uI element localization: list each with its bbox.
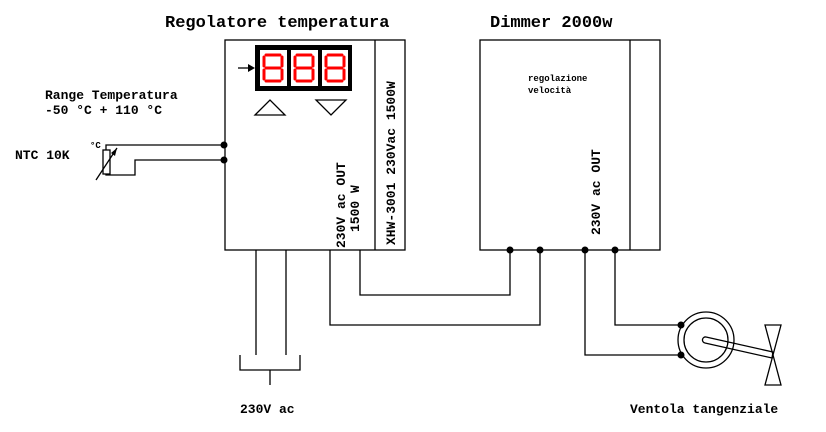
dimmer-desc-line2: velocità (528, 86, 572, 96)
dimmer-desc-line1: regolazione (528, 74, 587, 84)
terminal-dot (506, 246, 514, 254)
terminal-dot (677, 351, 685, 359)
wire-regulator-to-dimmer-1 (359, 250, 511, 296)
regulator-power-label: 1500 W (348, 185, 363, 232)
terminal-dot (220, 156, 228, 164)
regulator-out-label: 230V ac OUT (334, 162, 349, 248)
ntc-wire-2 (105, 159, 224, 176)
ntc-wire-1 (105, 144, 224, 150)
seven-segment-display (255, 45, 352, 91)
terminal-dot (677, 321, 685, 329)
range-values: -50 °C + 110 °C (45, 103, 162, 118)
down-button[interactable] (314, 99, 348, 116)
power-label: 230V ac (240, 402, 295, 417)
dimmer-out-label: 230V ac OUT (589, 149, 604, 235)
fan-label: Ventola tangenziale (630, 402, 778, 417)
fan-motor-icon (677, 311, 782, 386)
regulator-title: Regolatore temperatura (165, 14, 389, 33)
power-plug-icon (239, 355, 301, 371)
wire-dimmer-to-fan-2 (584, 250, 681, 356)
up-button[interactable] (253, 99, 287, 116)
dimmer-box (479, 39, 661, 251)
terminal-dot (220, 141, 228, 149)
ntc-unit-label: °C (90, 141, 101, 151)
wire-regulator-to-dimmer-2 (329, 250, 541, 326)
regulator-model-label: XHW-3001 230Vac 1500W (384, 81, 399, 245)
terminal-dot (536, 246, 544, 254)
dimmer-title: Dimmer 2000w (490, 14, 613, 33)
wire-dimmer-to-fan-1 (614, 250, 681, 326)
range-label: Range Temperatura (45, 88, 178, 103)
input-arrow-icon (238, 64, 255, 72)
ntc-label: NTC 10K (15, 148, 70, 163)
